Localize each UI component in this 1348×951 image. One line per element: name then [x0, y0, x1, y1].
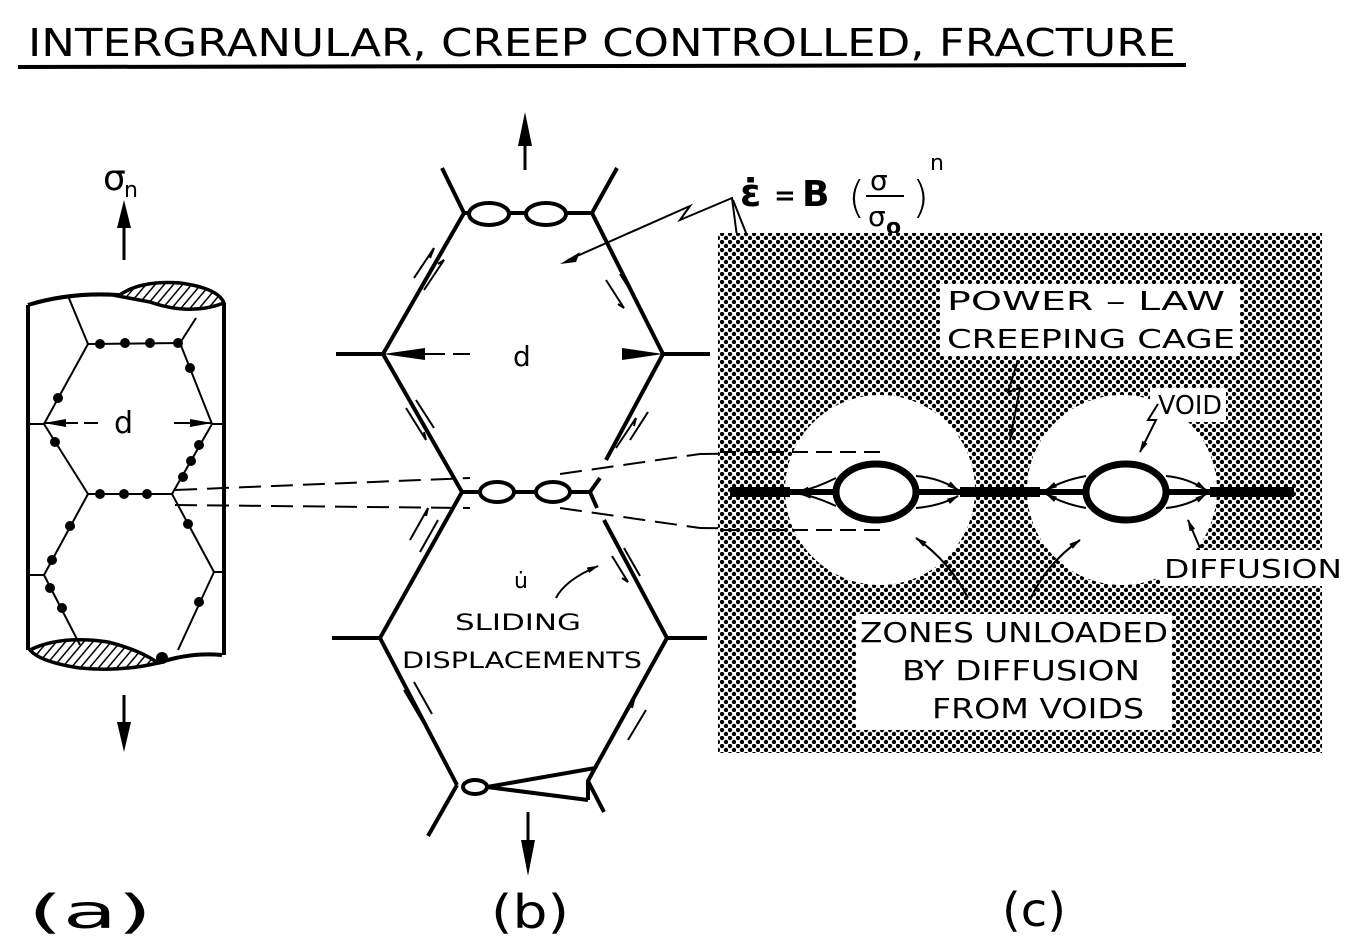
upper-boundary-voids [467, 201, 568, 227]
void-right [1082, 460, 1170, 524]
cage-pointer-arrow-icon [1006, 359, 1022, 441]
title-underline [17, 63, 1187, 69]
upper-grain [336, 167, 710, 493]
diffusion-label-bg [1160, 550, 1346, 586]
numerator-sigma: σ [870, 164, 888, 197]
grain-boundary-cavities [45, 338, 204, 664]
exponent-n: n [930, 151, 944, 176]
cage-label-bg [940, 284, 1240, 356]
void-pointer-arrow-icon [1139, 403, 1159, 453]
zones-label-line2: BY DIFFUSION [902, 654, 1140, 687]
bottom-crack [426, 765, 606, 837]
cage-label-line1: POWER – LAW [947, 287, 1225, 317]
zones-label-bg [856, 614, 1172, 730]
grain-size-dimension-b: d [383, 340, 663, 373]
grain-size-label-b: d [513, 340, 531, 373]
title: INTERGRANULAR, CREEP CONTROLLED, FRACTUR… [17, 21, 1187, 69]
panel-a: σ n [26, 158, 227, 939]
specimen-cylinder [26, 280, 227, 671]
sliding-rate-label: u̇ [514, 569, 528, 594]
zones-label-line1: ZONES UNLOADED [860, 616, 1168, 649]
zone-pointer-arrow-icon-left [915, 537, 969, 599]
grain-boundary-c [730, 460, 1294, 524]
caption-b: (b) [491, 885, 569, 939]
grain-size-dimension-a: d [44, 406, 212, 441]
zigzag-pointer-icon [567, 196, 741, 261]
title-text: INTERGRANULAR, CREEP CONTROLLED, FRACTUR… [28, 21, 1176, 65]
tension-up-arrow-icon [117, 200, 131, 260]
sliding-pointer-arrow-icon [555, 565, 599, 599]
left-paren: ( [848, 172, 865, 223]
void-left [832, 460, 920, 524]
tension-down-arrow-icon [117, 695, 131, 752]
zones-label-line3: FROM VOIDS [932, 692, 1144, 725]
sliding-text-line2: DISPLACEMENTS [402, 649, 642, 674]
equals-sign: = [774, 181, 796, 211]
caption-c: (c) [1002, 883, 1066, 937]
grain-size-label-a: d [114, 406, 133, 441]
void-label-bg [1150, 388, 1226, 422]
right-paren: ) [912, 172, 929, 223]
cage-label-line2: CREEPING CAGE [947, 325, 1235, 355]
void-label: VOID [1158, 391, 1222, 421]
zone-pointer-arrow-icon-right [1029, 539, 1081, 601]
panel-b: d [332, 112, 710, 939]
diffusion-flux-arrows [797, 475, 1207, 509]
tension-down-arrow-icon-b [521, 812, 535, 876]
middle-boundary-voids [478, 480, 572, 504]
sliding-arrows [403, 247, 649, 741]
coefficient-b: B [802, 174, 829, 215]
stress-sigma-label: σ [103, 158, 126, 199]
stress-subscript: n [124, 178, 138, 203]
panel-c: POWER – LAW CREEPING CAGE VOID DIFFUSION [718, 233, 1346, 937]
tension-up-arrow-icon-b [518, 112, 532, 170]
diffusion-label: DIFFUSION [1164, 555, 1342, 585]
grain-boundaries [28, 295, 224, 651]
denominator-sigma: σ [868, 200, 886, 233]
diffusion-pointer-arrow-icon [1187, 519, 1201, 549]
caption-a: (a) [28, 885, 152, 939]
projection-extension [720, 451, 880, 531]
sliding-text-line1: SLIDING [455, 611, 581, 636]
strain-rate-symbol: ε̇ [740, 171, 761, 215]
